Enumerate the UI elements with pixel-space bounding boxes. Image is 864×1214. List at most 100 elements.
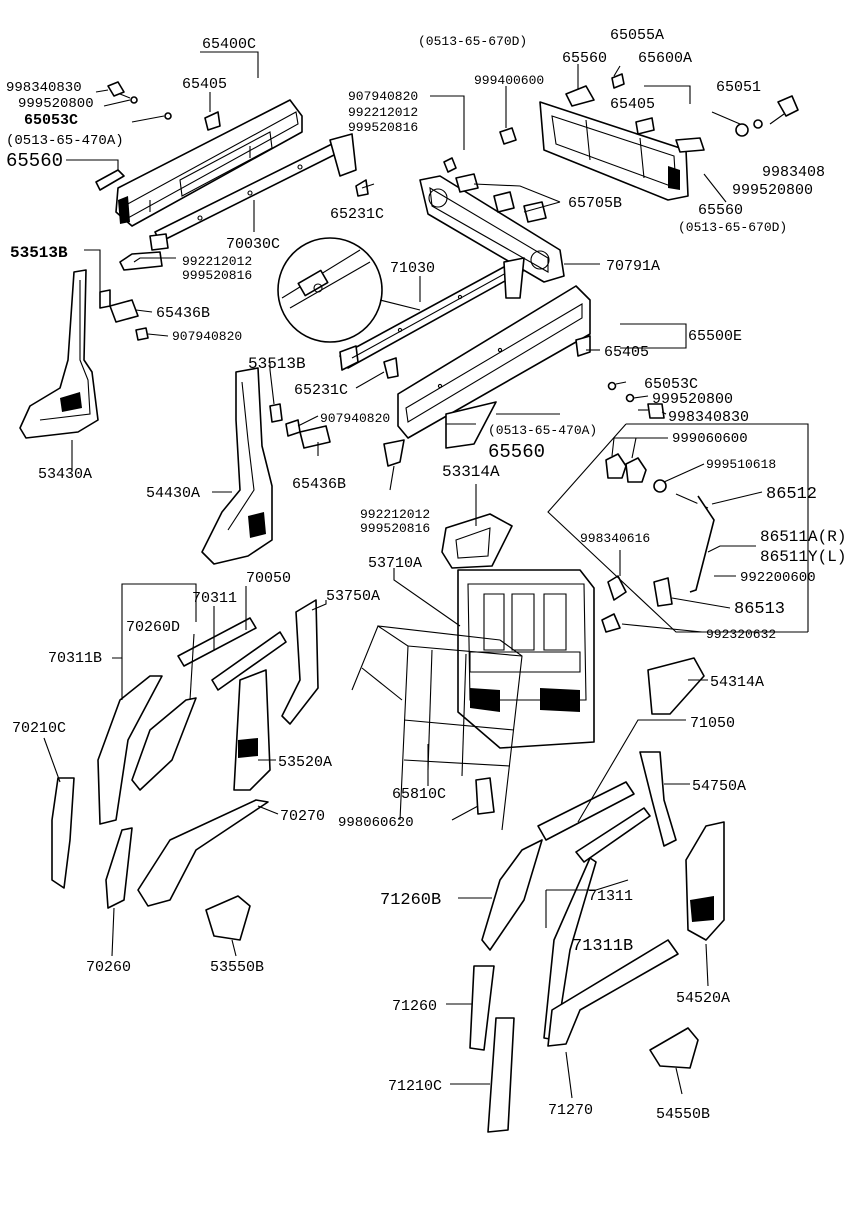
- part-screw-907940820-a: [135, 327, 149, 341]
- label-992212012: 992212012: [348, 105, 418, 120]
- part-header-rail: [149, 133, 357, 251]
- label-0513-65-470A: (0513-65-470A): [6, 133, 124, 149]
- label-65053C-b: 65053C: [644, 376, 698, 393]
- label-999400600: 999400600: [474, 73, 544, 88]
- part-pillar-53750A: [281, 599, 319, 725]
- part-hinge-65560-right: [675, 137, 705, 153]
- part-pad-65051: [611, 73, 625, 89]
- part-clip-65405-b: [635, 117, 655, 135]
- part-rail-70050: [211, 631, 287, 691]
- part-nut-999060600-b: [625, 457, 647, 483]
- part-bracket-65436B-b: [299, 425, 331, 449]
- part-gusset-53550B: [205, 895, 251, 941]
- label-998340830-b: 998340830: [668, 409, 749, 426]
- label-907940820-c: 907940820: [320, 411, 390, 426]
- label-999520816: 999520816: [348, 120, 418, 135]
- part-nut-right: [735, 123, 749, 137]
- label-998060620: 998060620: [338, 815, 414, 831]
- label-65436B: 65436B: [156, 305, 210, 322]
- part-screw-907940820-b: [443, 157, 457, 173]
- label-992212012-b: 992212012: [182, 254, 252, 269]
- part-hinge-detail-callout: [277, 237, 421, 343]
- part-gusset-54550B: [649, 1027, 699, 1069]
- label-71311: 71311: [588, 888, 633, 905]
- label-65500E: 65500E: [688, 328, 742, 345]
- part-pillar-54520A: [685, 821, 725, 941]
- part-bolt-998340830: [107, 81, 131, 99]
- label-65231C: 65231C: [330, 206, 384, 223]
- part-arch-71270: [547, 939, 679, 1047]
- part-hinge-65560-lower: [445, 401, 497, 449]
- label-65405-b: 65405: [610, 96, 655, 113]
- part-clip-999400600: [499, 127, 517, 145]
- part-pillar-71260: [469, 965, 495, 1051]
- label-65051: 65051: [716, 79, 761, 96]
- label-999510618: 999510618: [706, 457, 776, 472]
- label-999060600: 999060600: [672, 431, 748, 447]
- part-pillar-53520A: [233, 669, 271, 791]
- part-rail-71050: [537, 781, 635, 841]
- label-65405-c: 65405: [604, 344, 649, 361]
- part-arch-70311B: [97, 675, 163, 825]
- label-53710A: 53710A: [368, 555, 422, 572]
- label-71050: 71050: [690, 715, 735, 732]
- part-rear-corner-trim-left: [19, 269, 111, 439]
- label-65560: 65560: [6, 150, 63, 172]
- label-53314A: 53314A: [442, 463, 500, 481]
- part-bolt-998060620: [475, 777, 495, 815]
- part-clip-65231C-b: [383, 357, 399, 379]
- label-0513-65-670D: (0513-65-670D): [418, 34, 527, 49]
- label-71030: 71030: [390, 260, 435, 277]
- part-front-header-panel: [115, 99, 303, 227]
- part-hinge-65055A: [565, 85, 595, 107]
- label-0513-65-670D-b: (0513-65-670D): [678, 220, 787, 235]
- part-clip-992212012-a: [119, 251, 163, 271]
- part-bracket-53314A: [441, 513, 513, 569]
- part-bracket-54314A: [647, 657, 705, 715]
- part-screw-907940820-c: [285, 419, 301, 437]
- label-86512: 86512: [766, 485, 817, 504]
- label-54550B: 54550B: [656, 1106, 710, 1123]
- label-999520800: 999520800: [18, 96, 94, 112]
- part-number-labels: 65400C 65405 998340830 999520800 65053C …: [6, 27, 846, 1123]
- label-71210C: 71210C: [388, 1078, 442, 1095]
- label-70030C: 70030C: [226, 236, 280, 253]
- label-65600A: 65600A: [638, 50, 692, 67]
- label-70270: 70270: [280, 808, 325, 825]
- part-arch-70260D: [131, 697, 197, 791]
- part-bolt-992320632: [601, 613, 621, 633]
- label-53550B: 53550B: [210, 959, 264, 976]
- label-71260B: 71260B: [380, 891, 441, 910]
- label-54520A: 54520A: [676, 990, 730, 1007]
- part-rail-70311: [177, 617, 257, 667]
- part-nut-65053C-b: [607, 381, 617, 391]
- part-bracket-65436B: [109, 299, 139, 323]
- label-70311B: 70311B: [48, 650, 102, 667]
- label-998340616: 998340616: [580, 531, 650, 546]
- label-53520A: 53520A: [278, 754, 332, 771]
- part-bolt-9983408: [769, 95, 799, 125]
- label-54430A: 54430A: [146, 485, 200, 502]
- part-pillar-70210C: [51, 777, 75, 889]
- label-65400C: 65400C: [202, 36, 256, 53]
- part-pillar-54750A: [639, 751, 677, 847]
- label-992320632: 992320632: [706, 627, 776, 642]
- label-71311B: 71311B: [572, 937, 633, 956]
- part-pillar-71210C: [487, 1017, 515, 1133]
- label-86511A-R: 86511A(R): [760, 528, 846, 546]
- label-65560-b: 65560: [562, 50, 607, 67]
- label-53513B-b: 53513B: [248, 355, 306, 373]
- label-999520800-c: 999520800: [652, 391, 733, 408]
- part-washer-999520800-c: [625, 393, 635, 403]
- label-998340830: 998340830: [6, 80, 82, 96]
- part-rack-frame-65810C: [351, 625, 523, 831]
- label-907940820-b: 907940820: [172, 329, 242, 344]
- part-pillar-70260: [105, 827, 133, 909]
- label-70311: 70311: [192, 590, 237, 607]
- part-washer-999520800-b: [753, 119, 763, 129]
- label-65705B: 65705B: [568, 195, 622, 212]
- label-992212012-c: 992212012: [360, 507, 430, 522]
- label-999520816-c: 999520816: [360, 521, 430, 536]
